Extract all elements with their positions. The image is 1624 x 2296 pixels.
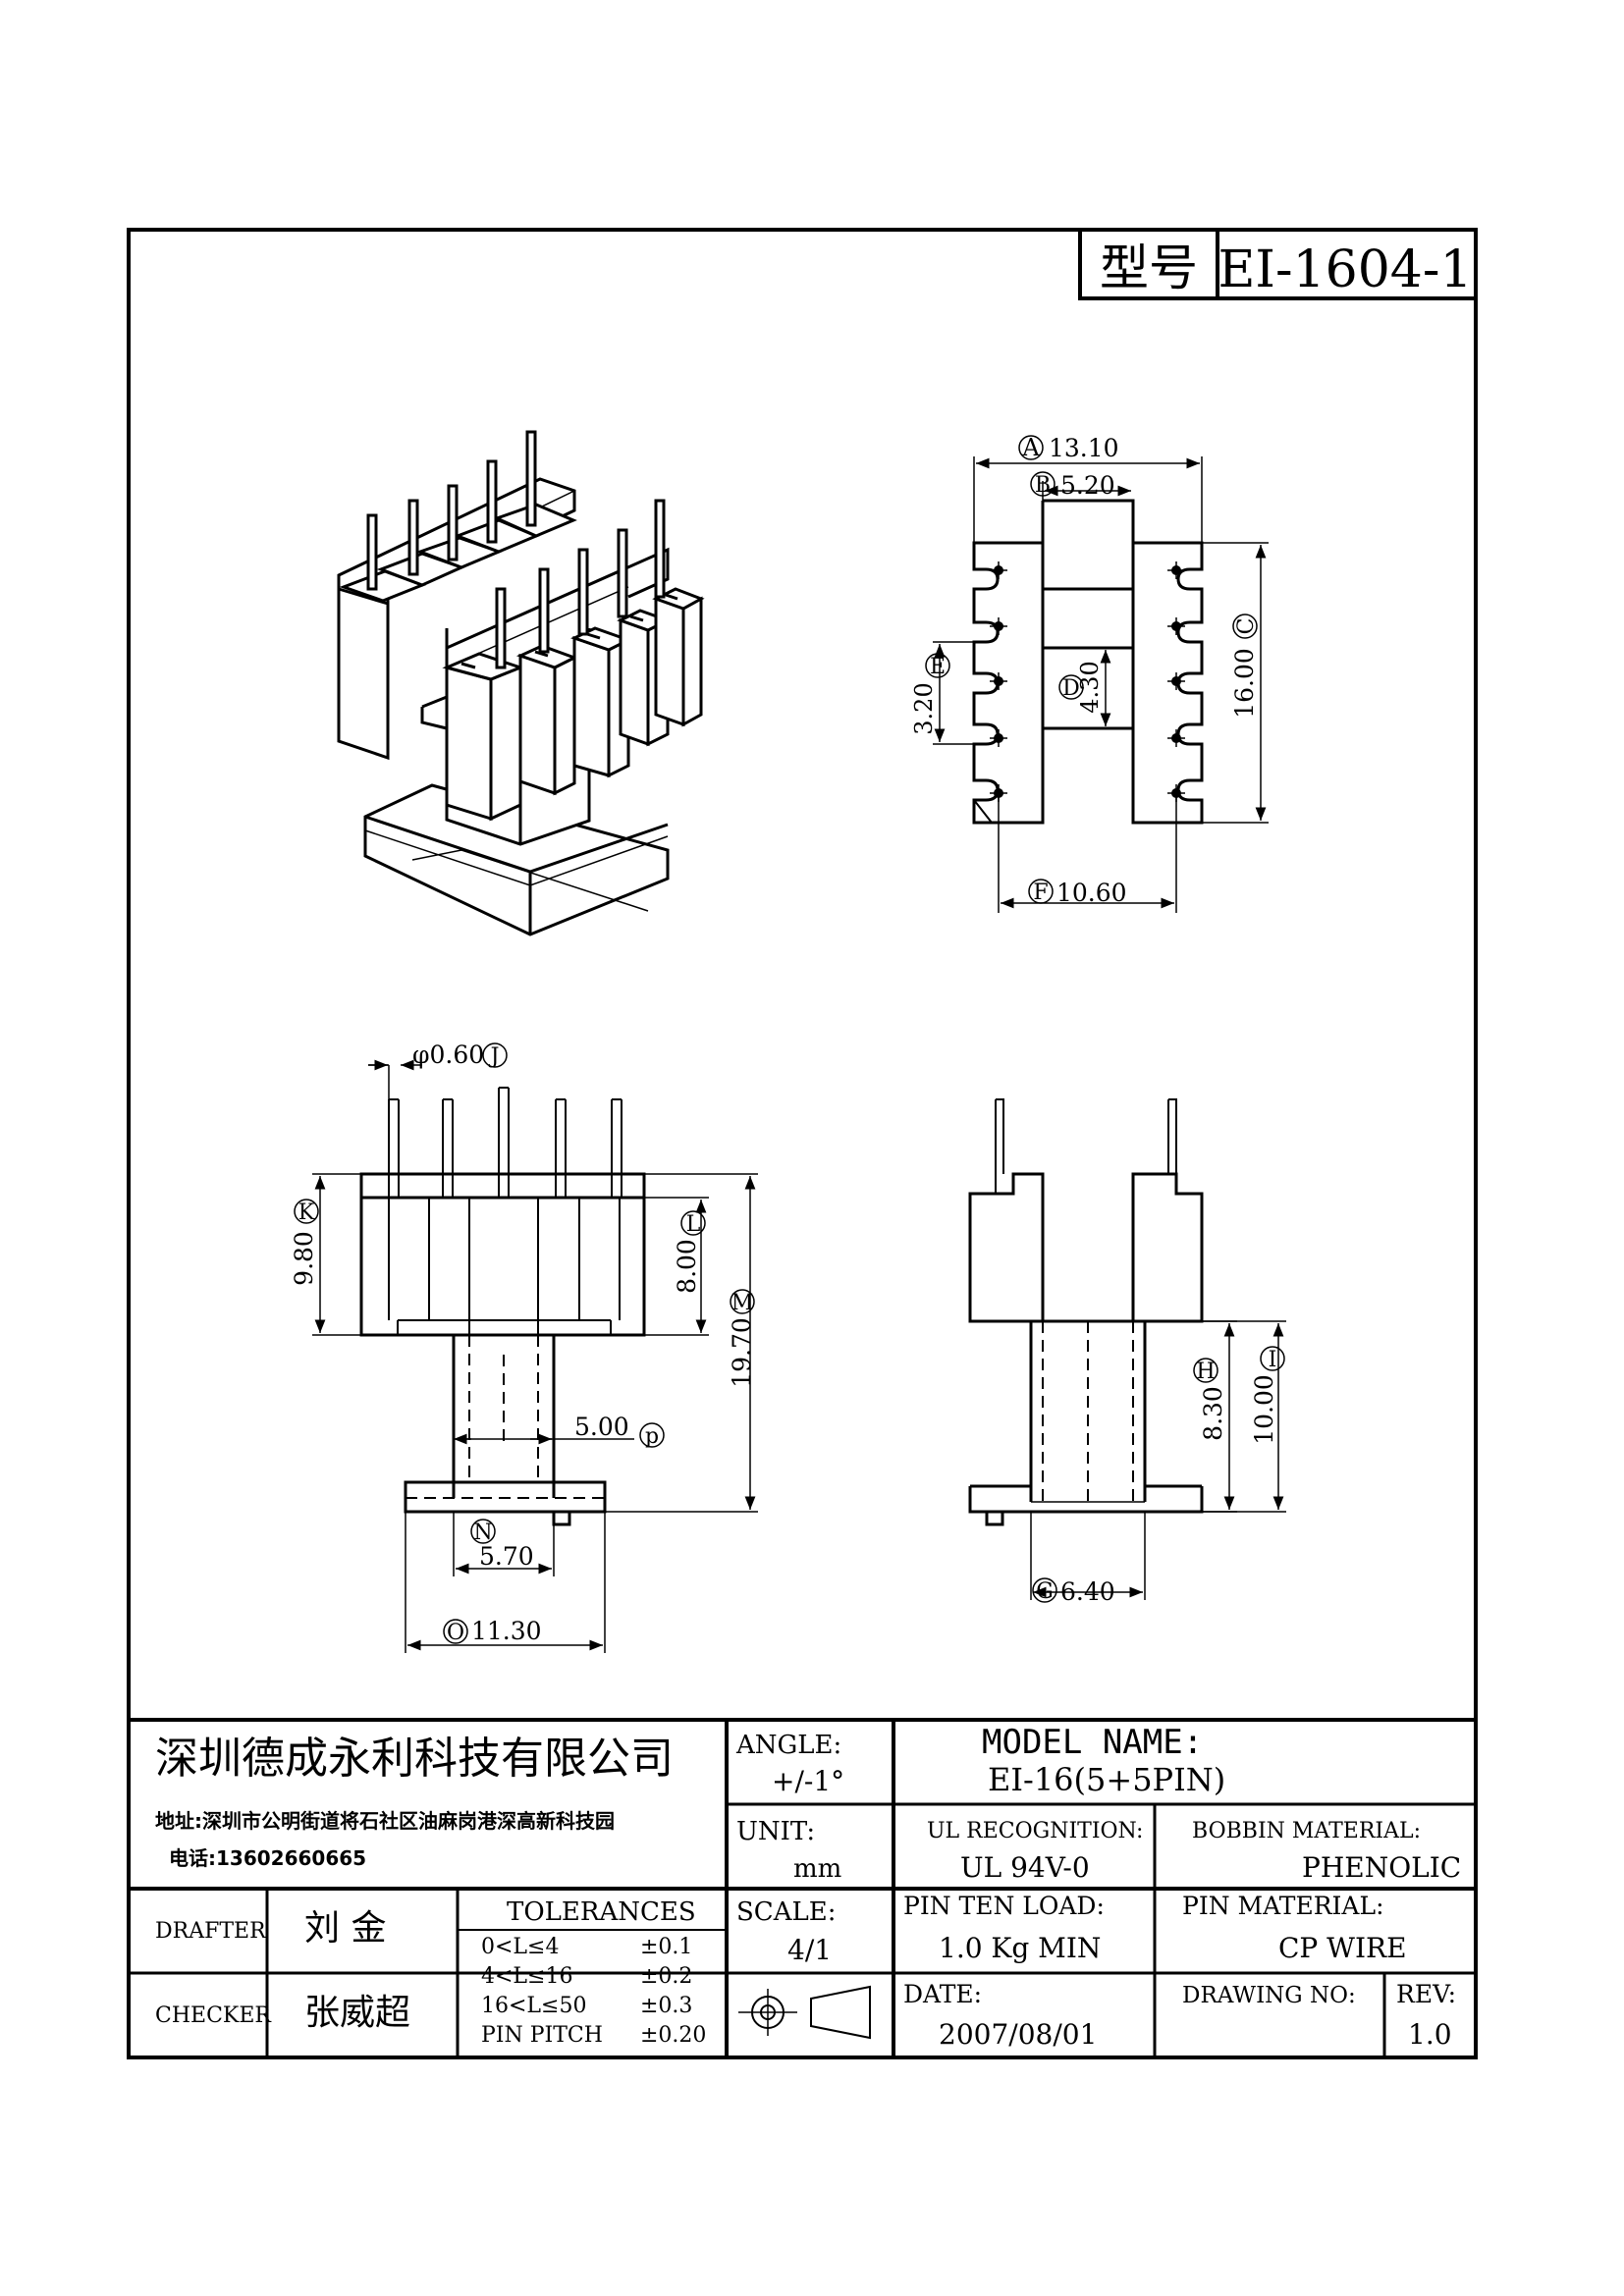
tolerance-range: 16<L≤50 xyxy=(481,1994,586,2018)
tolerance-rows: 0<L≤4 ±0.1 4<L≤16 ±0.2 16<L≤50 ±0.3 PIN … xyxy=(481,1935,706,2048)
ul-value: UL 94V-0 xyxy=(960,1851,1090,1884)
pin-material-label: PIN MATERIAL: xyxy=(1182,1892,1384,1920)
checker-value: 张威超 xyxy=(304,1993,410,2033)
checker-label: CHECKER xyxy=(155,2003,272,2028)
tolerance-value: ±0.20 xyxy=(640,2023,706,2048)
dim-c-circle: C xyxy=(1234,618,1259,635)
tolerance-value: ±0.3 xyxy=(640,1994,692,2018)
pin-load-value: 1.0 Kg MIN xyxy=(939,1932,1101,1964)
rev-value: 1.0 xyxy=(1408,2018,1452,2051)
dim-h-value: 8.30 xyxy=(1199,1386,1227,1441)
date-label: DATE: xyxy=(903,1980,982,2008)
dim-a-circle: A xyxy=(1021,434,1040,461)
date-value: 2007/08/01 xyxy=(939,2018,1097,2051)
ul-label: UL RECOGNITION: xyxy=(927,1819,1143,1843)
dim-o-circle: O xyxy=(447,1621,464,1645)
dim-o-value: 11.30 xyxy=(471,1617,542,1645)
dim-e-value: 3.20 xyxy=(910,682,938,734)
top-view: A 13.10 B 5.20 16.00 C D 4.30 E 3.20 xyxy=(910,434,1269,913)
dim-l-value: 8.00 xyxy=(673,1239,701,1294)
dim-n-circle: N xyxy=(473,1521,492,1545)
tolerance-range: 0<L≤4 xyxy=(481,1935,559,1959)
dim-k-value: 9.80 xyxy=(290,1231,318,1286)
dim-i-circle: I xyxy=(1269,1348,1277,1372)
rev-label: REV: xyxy=(1396,1980,1456,2008)
projection-symbol xyxy=(738,1985,871,2040)
scale-label: SCALE: xyxy=(736,1897,837,1927)
tolerance-value: ±0.1 xyxy=(640,1935,692,1959)
dim-g-value: 6.40 xyxy=(1060,1577,1115,1606)
model-label: 型号 xyxy=(1100,240,1198,296)
tolerance-value: ±0.2 xyxy=(640,1964,692,1989)
company-address: 地址:深圳市公明街道将石社区油麻岗港深高新科技园 xyxy=(155,1809,615,1833)
bobbin-material-value: PHENOLIC xyxy=(1302,1851,1461,1884)
angle-label: ANGLE: xyxy=(735,1731,841,1760)
dim-j-value: φ0.60 xyxy=(412,1041,484,1069)
dim-l-circle: L xyxy=(686,1212,701,1237)
company-phone: 电话:13602660665 xyxy=(169,1846,366,1870)
dim-d-value: 4.30 xyxy=(1076,661,1104,713)
dim-j-circle: J xyxy=(489,1044,500,1069)
dim-k-circle: K xyxy=(298,1201,315,1225)
dim-i-value: 10.00 xyxy=(1250,1374,1278,1445)
dim-m-value: 19.70 xyxy=(728,1317,756,1388)
dim-p-value: 5.00 xyxy=(574,1413,629,1441)
dim-h-circle: H xyxy=(1196,1360,1215,1384)
unit-value: mm xyxy=(793,1854,841,1884)
drafter-label: DRAFTER xyxy=(155,1919,267,1944)
isometric-view xyxy=(337,430,705,936)
drawing-no-label: DRAWING NO: xyxy=(1182,1983,1356,2008)
model-value: EI-1604-1 xyxy=(1218,240,1472,299)
dim-m-circle: M xyxy=(731,1291,754,1315)
sheet-border xyxy=(127,228,1478,2059)
dim-p-circle: p xyxy=(645,1424,659,1449)
tolerance-range: PIN PITCH xyxy=(481,2023,603,2048)
company-name: 深圳德成永利科技有限公司 xyxy=(155,1734,674,1784)
title-block: 深圳德成永利科技有限公司 地址:深圳市公明街道将石社区油麻岗港深高新科技园 电话… xyxy=(129,1718,1476,2057)
front-view: φ0.60 J K 9.80 L 8.00 M 19.70 5.00 xyxy=(290,1041,758,1653)
dim-f-value: 10.60 xyxy=(1056,879,1127,907)
side-view: H 8.30 I 10.00 G 6.40 xyxy=(968,1098,1286,1606)
pin-load-label: PIN TEN LOAD: xyxy=(903,1892,1105,1920)
dim-c-value: 16.00 xyxy=(1230,648,1259,719)
pin-material-value: CP WIRE xyxy=(1278,1932,1407,1964)
angle-value: +/-1° xyxy=(772,1765,844,1797)
model-name-value: EI-16(5+5PIN) xyxy=(988,1761,1225,1798)
tolerances-label: TOLERANCES xyxy=(507,1897,696,1927)
dim-b-value: 5.20 xyxy=(1060,471,1115,500)
unit-label: UNIT: xyxy=(736,1817,815,1846)
tolerance-range: 4<L≤16 xyxy=(481,1964,572,1989)
dim-f-circle: F xyxy=(1033,881,1048,905)
dim-a-value: 13.10 xyxy=(1049,434,1119,462)
model-name-label: MODEL NAME: xyxy=(982,1723,1203,1762)
dim-n-value: 5.70 xyxy=(479,1542,534,1571)
dim-b-circle: B xyxy=(1035,473,1051,498)
dim-g-circle: G xyxy=(1036,1579,1054,1604)
scale-value: 4/1 xyxy=(787,1934,832,1966)
bobbin-material-label: BOBBIN MATERIAL: xyxy=(1192,1819,1421,1843)
model-number-box: 型号 EI-1604-1 xyxy=(1078,228,1478,300)
dim-e-circle: E xyxy=(930,655,946,679)
drafter-value: 刘 金 xyxy=(304,1908,386,1949)
dim-d-circle: D xyxy=(1062,676,1080,701)
